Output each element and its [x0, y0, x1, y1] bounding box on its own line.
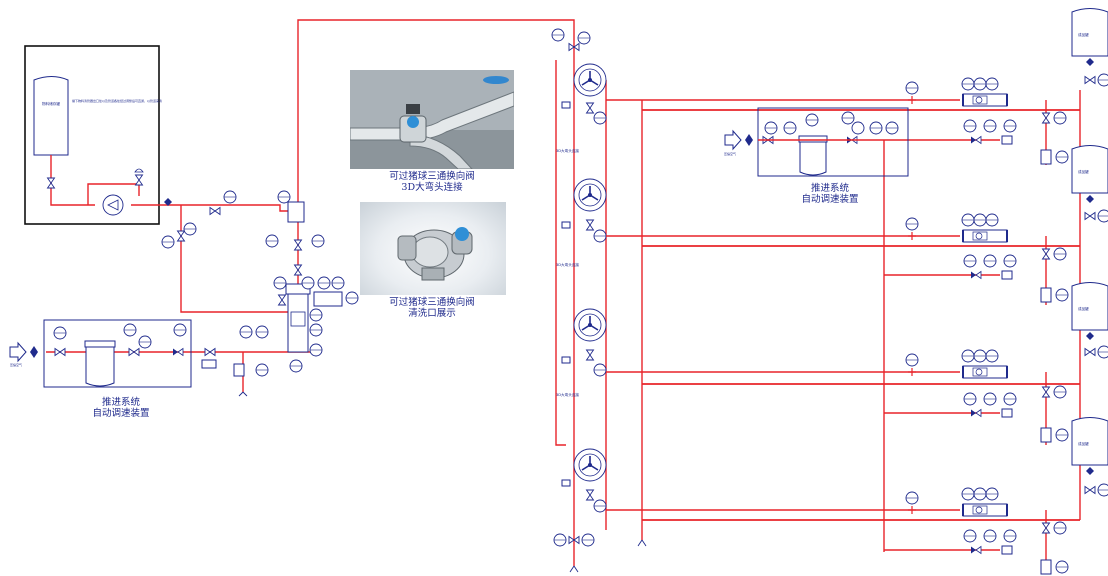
diverter-column: 3D大弯头连接 3D大弯头连接 3D大弯头连接: [551, 28, 647, 573]
elbow-label-3: 3D大弯头连接: [556, 392, 579, 397]
source-tank-note: 罐下物料清管器出口处以及管道各处经过调整后可直通，以管道来清: [72, 98, 162, 103]
caption-propel-right-line1: 推进系统: [810, 183, 849, 194]
caption-propel-right-line2: 自动调速装置: [801, 194, 859, 205]
caption-propel-left-line2: 自动调速装置: [92, 408, 150, 419]
pump-icon: [102, 194, 124, 216]
check-valve-icon: [47, 177, 55, 189]
elbow-label-2: 3D大弯头连接: [556, 262, 579, 267]
product-tanks: 成品罐 成品罐 成品罐 成品罐: [1071, 8, 1108, 497]
propel-box-right: [757, 107, 909, 177]
caption-photo1-line1: 可过猪球三通换向阀: [389, 171, 475, 182]
valve-photo-3d-elbow: [349, 70, 515, 170]
valve-photo-3d-elbow-drawing: [349, 70, 515, 170]
source-tank-label: 物料储存罐: [42, 101, 60, 106]
diverter-valve-3: [573, 308, 607, 342]
product-tank-2-label: 成品罐: [1078, 169, 1089, 174]
diverter-valve-2: [573, 178, 607, 212]
diverter-valve-4: [573, 448, 607, 482]
air-inlet-left: 压缩空气: [9, 341, 38, 367]
product-tank-4-label: 成品罐: [1078, 441, 1089, 446]
caption-photo2: 可过猪球三通换向阀 清洗口展示: [356, 297, 508, 319]
propel-box-left: [43, 319, 192, 388]
caption-propel-right: 推进系统 自动调速装置: [775, 183, 885, 205]
pig-receivers: [905, 77, 1069, 575]
valve-cluster-left: [161, 190, 325, 397]
brand-logo: [483, 76, 509, 84]
air-inlet-right: 压缩空气: [724, 129, 753, 156]
pig-receiver-4: [962, 503, 1008, 517]
source-tank-frame: 物料储存罐 罐下物料清管器出口处以及管道各处经过调整后可直通，以管道来清: [24, 45, 162, 225]
pressure-gauge-icon: [53, 326, 67, 340]
caption-photo1-line2: 3D大弯头连接: [401, 182, 463, 193]
control-valve-icon: [134, 168, 144, 186]
diverter-valve-1: [573, 63, 607, 97]
caption-photo1: 可过猪球三通换向阀 3D大弯头连接: [352, 171, 512, 193]
product-tank-3-label: 成品罐: [1078, 306, 1089, 311]
caption-photo2-line1: 可过猪球三通换向阀: [389, 297, 475, 308]
pipe-network-left: [46, 19, 575, 392]
product-tank-1-label: 成品罐: [1078, 32, 1089, 37]
valve-photo-cleaning-port: [360, 202, 506, 295]
pig-receiver-2: [962, 229, 1008, 243]
pig-launcher-stack: [273, 276, 359, 373]
elbow-label-1: 3D大弯头连接: [556, 148, 579, 153]
caption-propel-left-line1: 推进系统: [101, 397, 140, 408]
pig-receiver-3: [962, 365, 1008, 379]
product-lines: [606, 90, 1081, 570]
caption-photo2-line2: 清洗口展示: [408, 308, 456, 319]
air-inlet-right-label: 压缩空气: [724, 151, 736, 156]
pig-receiver-1: [962, 93, 1008, 107]
caption-propel-left: 推进系统 自动调速装置: [66, 397, 176, 419]
air-inlet-left-label: 压缩空气: [10, 362, 22, 367]
valve-photo-cleaning-port-drawing: [397, 227, 473, 281]
